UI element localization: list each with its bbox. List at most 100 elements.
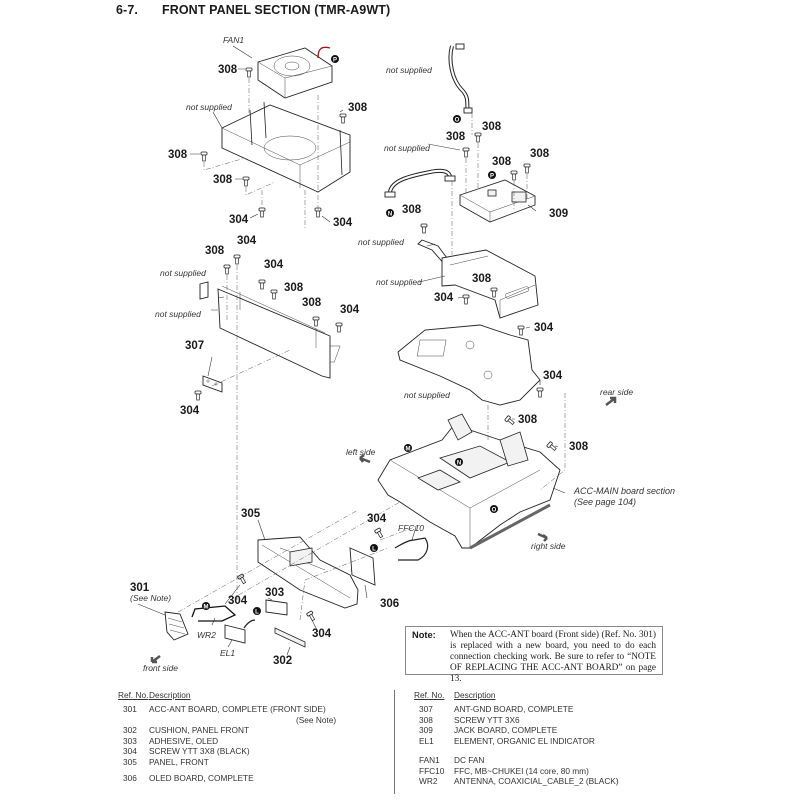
ref-label: 304 xyxy=(228,595,248,607)
front-panel-305 xyxy=(257,536,359,609)
part-label-fan1: FAN1 xyxy=(223,35,244,45)
ref-label: 304 xyxy=(340,304,360,316)
direction-label-rear: rear side xyxy=(600,387,633,397)
note-text: When the ACC-ANT board (Front side) (Ref… xyxy=(450,630,656,684)
ref-label: 308 xyxy=(205,245,225,257)
ref-label: 306 xyxy=(380,598,399,610)
table-divider xyxy=(394,690,395,794)
cable-mid-not-supplied xyxy=(384,168,456,198)
ref-label: 303 xyxy=(265,587,284,599)
not-supplied-label: not supplied xyxy=(186,102,232,112)
svg-text:L: L xyxy=(372,547,376,553)
ref-label: 308 xyxy=(518,414,538,426)
ref-label: 308 xyxy=(446,131,466,143)
ref-label: 309 xyxy=(549,208,568,220)
part-label-el1: EL1 xyxy=(220,648,235,658)
not-supplied-label: not supplied xyxy=(155,309,201,319)
right-arrow-icon xyxy=(537,532,548,542)
fan1-part xyxy=(257,46,333,99)
rear-arrow-icon xyxy=(605,396,617,406)
ffc10-cable xyxy=(394,537,429,561)
not-supplied-label: not supplied xyxy=(386,65,432,75)
connector-marker-o-cable: O xyxy=(453,115,461,124)
not-supplied-label: not supplied xyxy=(376,277,422,287)
exploded-view-diagram: P O P N M N O L M L 308 308 308 308 304 … xyxy=(130,35,675,673)
cable-upper-not-supplied xyxy=(448,43,473,114)
col-header-desc: Description xyxy=(454,690,496,700)
fan-bracket-part xyxy=(221,101,351,193)
el1-element xyxy=(224,619,256,644)
note-heading: Note: xyxy=(412,630,436,640)
cushion-302 xyxy=(274,627,306,648)
svg-text:M: M xyxy=(406,447,411,453)
connector-marker-l-oled: L xyxy=(370,544,378,553)
ref-label: 302 xyxy=(273,655,292,667)
svg-text:N: N xyxy=(388,212,392,218)
not-supplied-label: not supplied xyxy=(160,268,206,278)
connector-marker-n-cable: N xyxy=(386,209,394,218)
ref-label: 304 xyxy=(534,322,554,334)
ref-label: 307 xyxy=(185,340,204,352)
ref-label: 308 xyxy=(530,148,550,160)
oled-board-306 xyxy=(349,547,376,586)
col-header-ref: Ref. No. xyxy=(118,690,149,700)
part-label-see-note: (See Note) xyxy=(130,593,171,603)
svg-text:P: P xyxy=(490,174,494,180)
direction-label-left: left side xyxy=(346,447,376,457)
ref-label: 308 xyxy=(302,297,322,309)
ref-label: 308 xyxy=(472,273,492,285)
acc-main-chassis xyxy=(377,413,561,550)
connector-marker-m-ant: M xyxy=(202,602,210,611)
not-supplied-pad xyxy=(199,281,209,300)
note-box: Note: When the ACC-ANT board (Front side… xyxy=(405,626,663,684)
ref-label: 308 xyxy=(402,204,422,216)
acc-ant-board-301 xyxy=(164,611,189,641)
page-title: 6-7.FRONT PANEL SECTION (TMR-A9WT) xyxy=(116,3,390,17)
jack-screws xyxy=(420,132,531,234)
direction-label-front: front side xyxy=(143,663,178,673)
connector-marker-o-main: O xyxy=(490,505,498,514)
svg-text:M: M xyxy=(204,605,209,611)
svg-text:N: N xyxy=(457,461,461,467)
front-top-cover-not-supplied xyxy=(217,285,331,379)
ref-label: 304 xyxy=(237,235,257,247)
part-label-wr2: WR2 xyxy=(197,630,216,640)
svg-text:L: L xyxy=(255,610,259,616)
not-supplied-label: not supplied xyxy=(384,143,430,153)
ref-label: 308 xyxy=(218,64,238,76)
ref-label: 308 xyxy=(348,102,368,114)
ref-label: 308 xyxy=(168,149,188,161)
direction-label-right: right side xyxy=(531,541,566,551)
ref-label: 308 xyxy=(213,174,233,186)
ref-label: 304 xyxy=(229,214,249,226)
ref-label: 301 xyxy=(130,582,150,594)
col-header-ref: Ref. No. xyxy=(414,690,445,700)
antenna-wr2 xyxy=(191,605,237,622)
connector-marker-p-fan: P xyxy=(331,55,339,64)
part-label-acc-main: ACC-MAIN board section xyxy=(573,486,675,496)
part-label-ffc10: FFC10 xyxy=(398,523,424,533)
ref-label: 308 xyxy=(284,282,304,294)
not-supplied-label: not supplied xyxy=(404,390,450,400)
frame-bracket-not-supplied xyxy=(441,249,539,319)
ref-label: 304 xyxy=(434,292,454,304)
table-row: (See Note) xyxy=(296,714,337,725)
left-arrow-icon xyxy=(359,454,371,464)
ref-label: 308 xyxy=(569,441,589,453)
svg-text:O: O xyxy=(455,118,460,124)
ref-label: 304 xyxy=(367,513,387,525)
connector-marker-l-el: L xyxy=(253,607,261,616)
col-header-desc: Description xyxy=(149,690,191,700)
